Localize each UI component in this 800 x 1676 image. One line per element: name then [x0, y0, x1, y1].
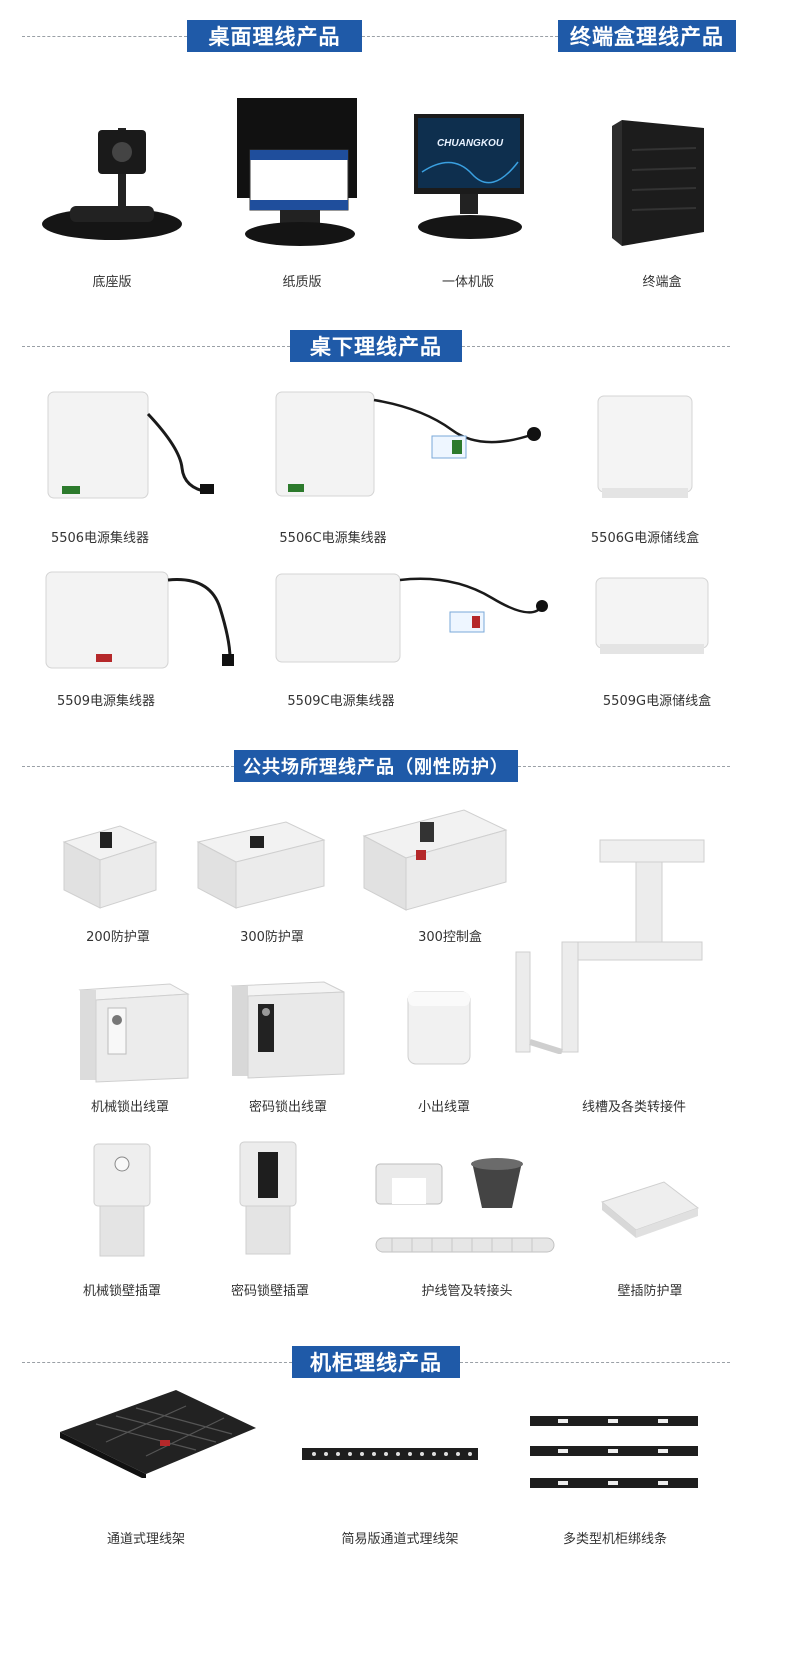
caption-desktop-3: 终端盒	[642, 275, 682, 290]
paper-version-image	[237, 98, 357, 246]
caption-under-1: 5506C电源集线器	[279, 531, 387, 546]
caption-cabinet-1: 简易版通道式理线架	[341, 1532, 459, 1547]
small-cover-image	[407, 991, 471, 1065]
caption-public-9: 护线管及转接头	[421, 1284, 513, 1299]
section-divider	[362, 36, 558, 37]
all-in-one-image	[414, 114, 524, 239]
channel-manager-image	[60, 1390, 256, 1478]
caption-under-3: 5509电源集线器	[56, 694, 156, 709]
caption-under-5: 5509G电源储线盒	[602, 694, 712, 709]
cover-200-image	[62, 825, 158, 909]
caption-under-2: 5506G电源储线盒	[590, 531, 700, 546]
section-banner-cabinet: 机柜理线产品	[292, 1346, 460, 1378]
section-divider	[462, 346, 730, 347]
caption-desktop-0: 底座版	[92, 275, 132, 290]
tie-bars-image	[530, 1416, 698, 1488]
cable-duct-image	[515, 839, 705, 1054]
section-divider	[22, 36, 187, 37]
section-divider	[22, 346, 290, 347]
hub-5506-image	[47, 391, 214, 499]
mech-wall-cover-image	[93, 1143, 151, 1257]
terminal-box-image	[612, 120, 704, 246]
section-banner-under-desk: 桌下理线产品	[290, 330, 462, 362]
section-divider	[518, 766, 730, 767]
hub-5509c-image	[275, 573, 548, 663]
code-lock-cover-image	[230, 981, 345, 1079]
storage-5509g-image	[595, 577, 709, 654]
caption-cabinet-0: 通道式理线架	[106, 1532, 185, 1547]
section-divider	[22, 766, 234, 767]
caption-public-8: 密码锁壁插罩	[230, 1284, 309, 1299]
caption-public-6: 小出线罩	[417, 1100, 470, 1115]
caption-desktop-1: 纸质版	[282, 275, 322, 290]
storage-5506g-image	[597, 395, 693, 498]
caption-public-0: 200防护罩	[86, 930, 150, 945]
section-banner-terminal: 终端盒理线产品	[558, 20, 736, 52]
desk-base-image	[42, 128, 182, 240]
hub-5506c-image	[275, 391, 541, 497]
control-box-300-image	[362, 809, 508, 911]
brand-label: CHUANGKOU	[436, 138, 504, 149]
simple-manager-image	[302, 1448, 478, 1460]
caption-public-7: 机械锁壁插罩	[82, 1284, 161, 1299]
caption-under-4: 5509C电源集线器	[287, 694, 395, 709]
section-banner-public: 公共场所理线产品（刚性防护）	[234, 750, 518, 782]
section-divider	[460, 1362, 730, 1363]
section-divider	[22, 1362, 292, 1363]
hub-5509-image	[45, 571, 234, 669]
section-banner-desktop: 桌面理线产品	[187, 20, 362, 52]
mech-lock-cover-image	[78, 983, 190, 1083]
caption-public-4: 机械锁出线罩	[90, 1100, 169, 1115]
caption-public-1: 300防护罩	[240, 930, 304, 945]
caption-public-2: 300控制盒	[418, 930, 482, 945]
caption-cabinet-2: 多类型机柜绑线条	[562, 1532, 667, 1547]
caption-desktop-2: 一体机版	[441, 275, 494, 290]
conduit-image	[375, 1158, 555, 1253]
code-wall-cover-image	[239, 1141, 297, 1255]
caption-public-10: 壁插防护罩	[617, 1284, 683, 1299]
cover-300-image	[196, 821, 326, 909]
wall-socket-guard-image	[600, 1181, 700, 1238]
caption-under-0: 5506电源集线器	[50, 531, 150, 546]
caption-public-5: 密码锁出线罩	[248, 1100, 327, 1115]
caption-public-3: 线槽及各类转接件	[581, 1100, 686, 1115]
